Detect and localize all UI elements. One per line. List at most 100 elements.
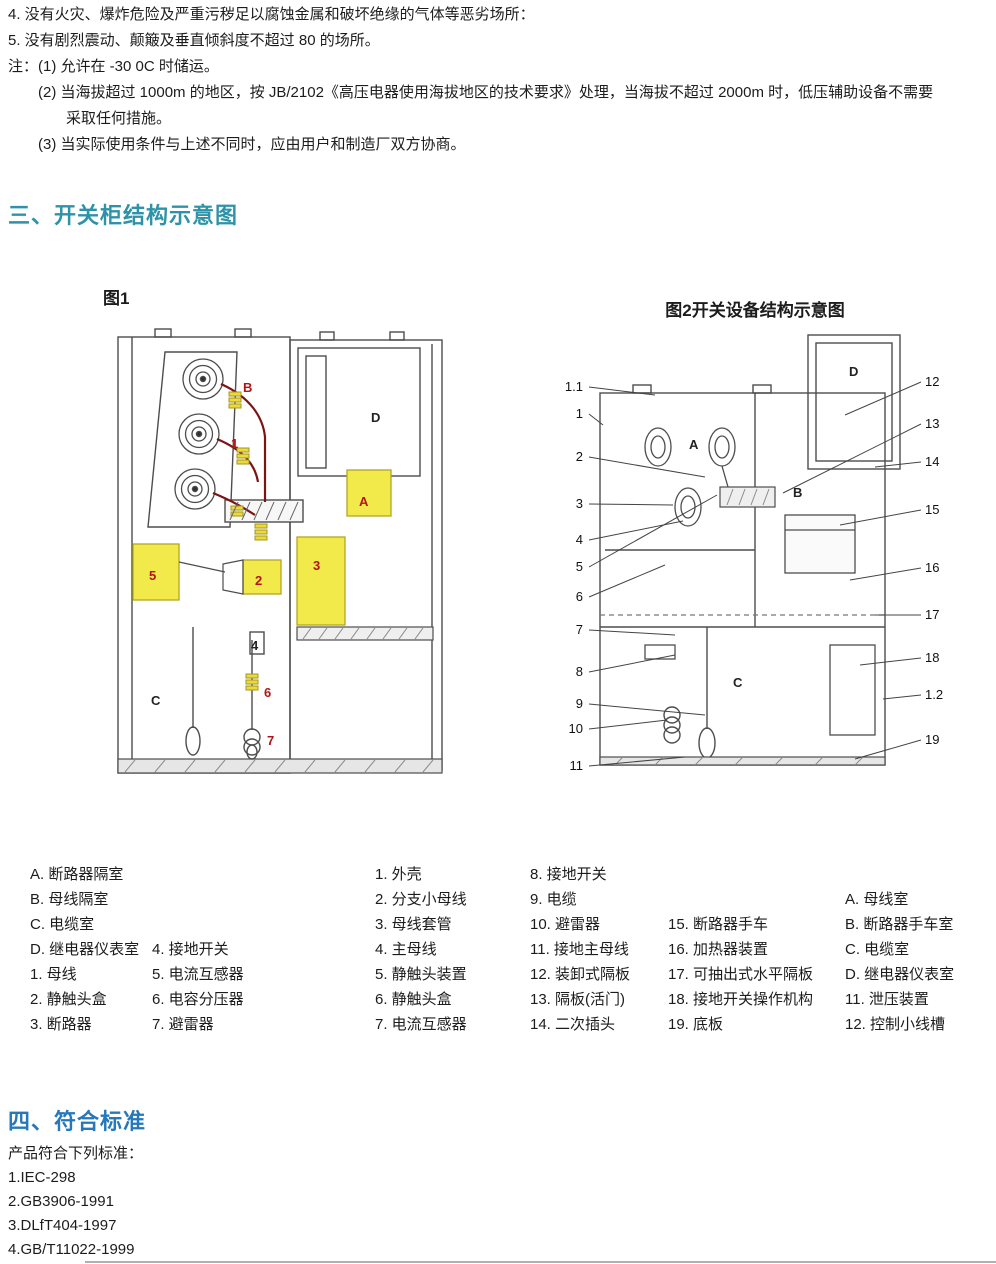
callout-12: 12	[925, 374, 939, 389]
breaker-truck-body	[644, 514, 876, 736]
legend-item: 7. 避雷器	[152, 1016, 214, 1033]
legend-item: 5. 静触头装置	[375, 966, 467, 983]
callout-5: 5	[576, 559, 583, 574]
legend-item: 19. 底板	[668, 1016, 724, 1033]
label-D: D	[849, 364, 858, 379]
note-item-2: (2) 当海拔超过 1000m 的地区，按 JB/2102《高压电器使用海拔地区…	[38, 84, 934, 101]
legend-item: D. 继电器仪表室	[845, 966, 955, 983]
callout-4: 4	[576, 532, 583, 547]
legend-item: 11. 接地主母线	[530, 941, 629, 958]
label-B: B	[243, 380, 252, 395]
legend-row: 14. 二次插头 19. 底板	[530, 1012, 813, 1037]
bottom-plate	[599, 756, 886, 766]
figure1-switchgear-diagram: B 1 D A 5 2 3 4 C 6 7	[117, 328, 443, 774]
label-2: 2	[255, 573, 262, 588]
label-4: 4	[251, 638, 259, 653]
legend-item: B. 母线隔室	[30, 891, 109, 908]
legend-row: 13. 隔板(活门) 18. 接地开关操作机构	[530, 987, 813, 1012]
contact-assembly	[719, 486, 776, 508]
callout-15: 15	[925, 502, 939, 517]
legend-item: 17. 可抽出式水平隔板	[668, 966, 814, 983]
cabinet-outline	[599, 334, 901, 766]
callout-1: 1	[576, 406, 583, 421]
legend-row: 9. 电缆	[530, 887, 813, 912]
legend-item: A. 断路器隔室	[30, 866, 124, 883]
legend-row: 12. 装卸式隔板 17. 可抽出式水平隔板	[530, 962, 813, 987]
callout-7: 7	[576, 622, 583, 637]
label-3: 3	[313, 558, 320, 573]
legend-row: B. 母线隔室	[30, 887, 244, 912]
legend-row: C. 电缆室	[30, 912, 244, 937]
section-heading-structure-diagram: 三、开关柜结构示意图	[8, 203, 239, 228]
label-6: 6	[264, 685, 271, 700]
label-A: A	[689, 437, 699, 452]
callout-16: 16	[925, 560, 939, 575]
label-7: 7	[267, 733, 274, 748]
legend-chambers-list: A. 母线室 B. 断路器手车室 C. 电缆室 D. 继电器仪表室 11. 泄压…	[845, 887, 954, 1037]
label-C: C	[733, 675, 743, 690]
callout-labels-left: 1.1 1 2 3 4 5 6 7 8 9 10 11	[565, 379, 583, 773]
note-item-3: (3) 当实际使用条件与上述不同时，应由用户和制造厂双方协商。	[38, 136, 466, 153]
standard-item: 3.DLfT404-1997	[8, 1217, 117, 1234]
cable-terminations	[185, 627, 261, 760]
legend-figure1-list: A. 断路器隔室 B. 母线隔室 C. 电缆室 D. 继电器仪表室 4. 接地开关…	[30, 862, 244, 1037]
legend-item: 13. 隔板(活门)	[530, 991, 626, 1008]
callout-2: 2	[576, 449, 583, 464]
callout-1.2: 1.2	[925, 687, 943, 702]
legend-item: 12. 装卸式隔板	[530, 966, 631, 983]
legend-item: 11. 泄压装置	[845, 991, 929, 1008]
callout-labels-right: 12 13 14 15 16 17 18 1.2 19	[925, 374, 943, 747]
legend-item: 12. 控制小线槽	[845, 1016, 946, 1033]
callout-19: 19	[925, 732, 939, 747]
cable-and-ct	[663, 627, 716, 759]
note-item-1: 注：(1) 允许在 -30 0C 时储运。	[8, 58, 219, 75]
legend-item: D. 继电器仪表室	[30, 941, 140, 958]
figure1-caption: 图1	[103, 289, 130, 308]
legend-row: 3. 断路器 7. 避雷器	[30, 1012, 244, 1037]
callout-9: 9	[576, 696, 583, 711]
callout-leader-lines-left	[588, 386, 718, 767]
figure1-labels: B 1 D A 5 2 3 4 C 6 7	[149, 380, 380, 748]
busbar-bushings	[174, 358, 224, 510]
legend-item: A. 母线室	[845, 891, 909, 908]
callout-13: 13	[925, 416, 939, 431]
lower-hatched-band	[296, 626, 434, 641]
legend-row: 8. 接地开关	[530, 862, 813, 887]
label-B: B	[793, 485, 802, 500]
legend-item: 18. 接地开关操作机构	[668, 991, 814, 1008]
legend-item: 4. 主母线	[375, 941, 437, 958]
legend-item: 8. 接地开关	[530, 866, 607, 883]
callout-3: 3	[576, 496, 583, 511]
breaker-contact-hatch	[229, 501, 299, 521]
base-plate	[117, 758, 443, 774]
legend-item: C. 电缆室	[845, 941, 910, 958]
legend-item: C. 电缆室	[30, 916, 95, 933]
figure2-switchgear-diagram: 1.1 1 2 3 4 5 6 7 8 9 10 11 12 13 14 15 …	[565, 334, 943, 773]
page-bottom-divider	[85, 1261, 996, 1263]
legend-item: 1. 母线	[30, 966, 77, 983]
legend-item: 4. 接地开关	[152, 941, 229, 958]
legend-item: 7. 电流互感器	[375, 1016, 467, 1033]
legend-row: D. 继电器仪表室 4. 接地开关	[30, 937, 244, 962]
callout-18: 18	[925, 650, 939, 665]
legend-item: 3. 母线套管	[375, 916, 452, 933]
legend-item: 3. 断路器	[30, 1016, 92, 1033]
standard-item: 1.IEC-298	[8, 1169, 76, 1186]
section-heading-standards: 四、符合标准	[8, 1109, 147, 1134]
standard-item: 2.GB3906-1991	[8, 1193, 114, 1210]
highlighted-components	[132, 469, 392, 626]
legend-item: 6. 电容分压器	[152, 991, 244, 1008]
label-C: C	[151, 693, 161, 708]
legend-item: 14. 二次插头	[530, 1016, 616, 1033]
legend-item: 2. 分支小母线	[375, 891, 467, 908]
callout-14: 14	[925, 454, 939, 469]
note-item-2-continued: 采取任何措施。	[66, 110, 172, 127]
legend-item: 6. 静触头盒	[375, 991, 452, 1008]
condition-item-4: 4. 没有火灾、爆炸危险及严重污秽足以腐蚀金属和破坏绝缘的气体等恶劣场所：	[8, 6, 535, 23]
